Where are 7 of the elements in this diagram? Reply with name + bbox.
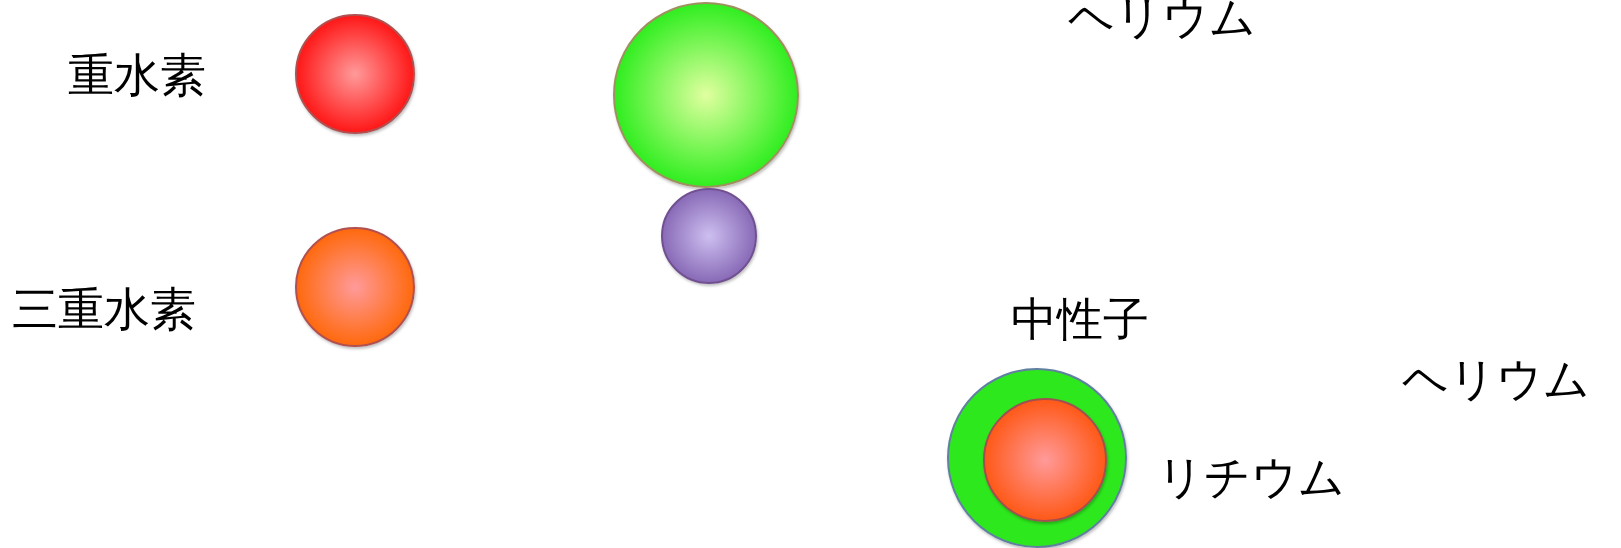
circle (661, 188, 757, 284)
text-label: ヘリウム (1402, 356, 1590, 402)
text-label: 中性子 (1011, 296, 1149, 342)
node-label: 重水素 (68, 52, 206, 98)
text-label: リチウム (1157, 454, 1345, 500)
node-label: 三重水素 (12, 286, 196, 332)
text-label: ヘリウム (1068, 0, 1256, 40)
